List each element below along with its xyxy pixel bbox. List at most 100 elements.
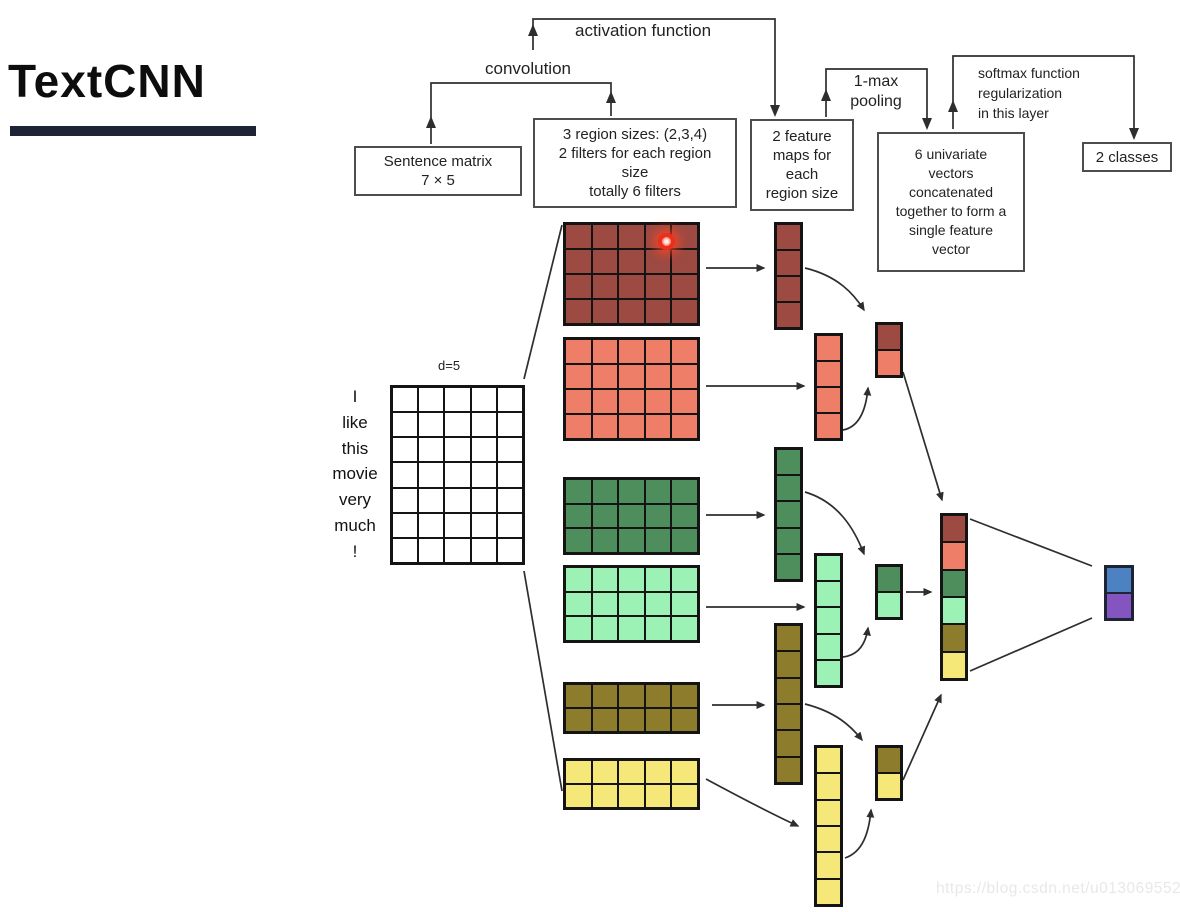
matrix-cell [942, 597, 966, 625]
matrix-cell [565, 760, 592, 784]
matrix-cell [644, 249, 672, 274]
matrix-cell [671, 479, 698, 504]
matrix-cell [618, 684, 645, 708]
matrix-cell [444, 412, 471, 438]
embedding-dim-label: d=5 [438, 358, 461, 373]
filter-region3-2 [563, 565, 700, 643]
matrix-cell [444, 437, 471, 463]
feature-map-region3-1 [774, 447, 803, 582]
matrix-cell [816, 799, 841, 826]
matrix-cell [565, 708, 592, 732]
matrix-cell [496, 487, 523, 513]
matrix-cell [565, 364, 592, 389]
matrix-cell [618, 528, 645, 553]
matrix-cell [644, 339, 672, 364]
sentence-word: very [338, 490, 372, 509]
matrix-cell [1106, 593, 1132, 619]
label-activation-function: activation function [575, 21, 712, 40]
matrix-cell [392, 412, 419, 438]
matrix-cell [418, 537, 445, 563]
arrowhead-down [770, 105, 780, 117]
matrix-cell [644, 503, 672, 529]
matrix-cell [591, 364, 619, 389]
matrix-cell [942, 569, 966, 597]
matrix-cell [565, 224, 592, 249]
matrix-cell [671, 503, 698, 529]
sentence-matrix-grid [390, 385, 525, 565]
matrix-cell [565, 684, 592, 708]
matrix-cell [671, 414, 698, 439]
matrix-cell [671, 760, 698, 784]
matrix-cell [776, 730, 801, 757]
matrix-cell [671, 684, 698, 708]
matrix-cell [591, 591, 619, 617]
matrix-cell [644, 684, 672, 708]
matrix-cell [776, 756, 801, 783]
matrix-cell [496, 537, 523, 563]
matrix-cell [565, 616, 592, 641]
matrix-cell [942, 515, 966, 543]
matrix-cell [644, 616, 672, 641]
matrix-cell [618, 567, 645, 592]
matrix-cell [644, 567, 672, 592]
matrix-cell [644, 591, 672, 617]
curve-pool2-1 [804, 703, 863, 742]
matrix-cell [392, 537, 419, 563]
matrix-cell [816, 335, 841, 361]
arrow-concat-top [902, 371, 944, 502]
feature-map-region2-1 [774, 623, 803, 785]
matrix-cell [816, 659, 841, 686]
matrix-cell [444, 537, 471, 563]
matrix-cell [565, 389, 592, 414]
matrix-cell [942, 651, 966, 679]
matrix-cell [591, 784, 619, 808]
box-region-sizes: 3 region sizes: (2,3,4) 2 filters for ea… [533, 118, 737, 208]
matrix-cell [618, 784, 645, 808]
highlight-dot [658, 233, 675, 250]
matrix-cell [816, 773, 841, 800]
matrix-cell [816, 581, 841, 608]
matrix-cell [565, 249, 592, 274]
matrix-cell [618, 760, 645, 784]
matrix-cell [671, 224, 698, 249]
fanout-line-bottom [523, 570, 563, 792]
matrix-cell [591, 339, 619, 364]
line-to-classes-bottom [969, 617, 1093, 672]
curve-pool3-2 [842, 626, 871, 658]
matrix-cell [776, 475, 801, 502]
filter-region3-1 [563, 477, 700, 555]
matrix-cell [776, 224, 801, 250]
matrix-cell [776, 553, 801, 580]
matrix-cell [816, 852, 841, 879]
box-sentence-matrix: Sentence matrix 7 × 5 [354, 146, 522, 196]
label-convolution: convolution [484, 59, 571, 78]
matrix-cell [470, 462, 497, 488]
matrix-cell [644, 364, 672, 389]
matrix-cell [776, 677, 801, 704]
matrix-cell [671, 616, 698, 641]
matrix-cell [816, 826, 841, 853]
matrix-cell [591, 299, 619, 324]
matrix-cell [816, 387, 841, 413]
matrix-cell [392, 487, 419, 513]
filter-region2-2 [563, 758, 700, 810]
matrix-cell [565, 591, 592, 617]
matrix-cell [644, 414, 672, 439]
feature-map-region4-2 [814, 333, 843, 441]
arrowhead-down [1129, 128, 1139, 140]
matrix-cell [591, 708, 619, 732]
matrix-cell [776, 501, 801, 528]
matrix-cell [470, 437, 497, 463]
matrix-cell [591, 414, 619, 439]
matrix-cell [444, 487, 471, 513]
sentence-word: this [341, 439, 369, 458]
matrix-cell [618, 389, 645, 414]
matrix-cell [591, 274, 619, 299]
sentence-word: much [334, 516, 376, 535]
filter-region2-1 [563, 682, 700, 734]
arrowhead-up [528, 24, 538, 36]
matrix-cell [591, 616, 619, 641]
matrix-cell [470, 512, 497, 538]
box-2-classes: 2 classes [1082, 142, 1172, 172]
